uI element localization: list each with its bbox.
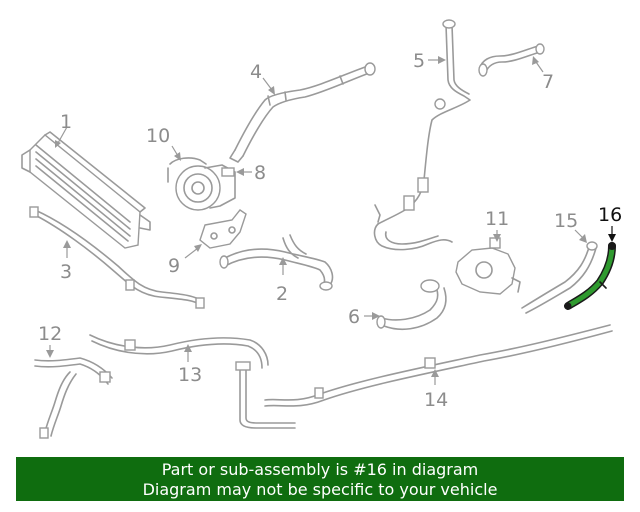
part-1-cooler (21, 131, 151, 249)
part-11-thermostat (455, 237, 521, 295)
svg-text:3: 3 (60, 261, 72, 283)
part-5-pipe (373, 19, 471, 251)
part-10-clamp (167, 157, 207, 183)
svg-text:6: 6 (348, 306, 360, 328)
part-14-line (264, 324, 613, 407)
callout-7: 7 (532, 56, 554, 93)
callout-11: 11 (485, 208, 509, 242)
svg-text:16: 16 (598, 204, 622, 226)
banner-line-1: Part or sub-assembly is #16 in diagram (161, 460, 479, 479)
part-13-line (89, 334, 296, 429)
callout-4: 4 (250, 61, 275, 95)
part-2-hose (219, 234, 334, 291)
part-12-line (34, 357, 113, 439)
svg-text:15: 15 (554, 210, 578, 232)
callout-15: 15 (554, 210, 587, 243)
callout-5: 5 (413, 50, 446, 72)
part-3-line (29, 206, 205, 309)
callout-9: 9 (168, 244, 202, 277)
svg-text:14: 14 (424, 389, 448, 411)
svg-text:7: 7 (542, 71, 554, 93)
info-banner: Part or sub-assembly is #16 in diagram D… (16, 457, 624, 501)
svg-text:2: 2 (276, 283, 288, 305)
callout-12: 12 (38, 323, 62, 358)
part-4-hose (229, 62, 376, 163)
part-16-hose-highlighted (564, 242, 616, 310)
svg-text:8: 8 (254, 162, 266, 184)
callout-16: 16 (598, 204, 622, 242)
svg-text:13: 13 (178, 364, 202, 386)
svg-text:5: 5 (413, 50, 425, 72)
banner-line-2: Diagram may not be specific to your vehi… (142, 480, 498, 499)
part-9-bracket (199, 209, 247, 249)
callout-8: 8 (236, 162, 266, 184)
svg-text:10: 10 (146, 125, 170, 147)
svg-text:1: 1 (60, 111, 72, 133)
svg-text:12: 12 (38, 323, 62, 345)
part-7-hose (478, 43, 545, 77)
part-15-hose (521, 241, 598, 314)
callout-3: 3 (60, 240, 72, 283)
callout-13: 13 (178, 344, 202, 386)
callout-1: 1 (55, 111, 72, 148)
svg-text:4: 4 (250, 61, 262, 83)
svg-text:11: 11 (485, 208, 509, 230)
part-6-hose (376, 279, 447, 331)
callout-10: 10 (146, 125, 181, 161)
part-8-pump (175, 164, 236, 211)
callout-14: 14 (424, 369, 448, 411)
callout-2: 2 (276, 257, 288, 305)
svg-text:9: 9 (168, 255, 180, 277)
callout-6: 6 (348, 306, 380, 328)
